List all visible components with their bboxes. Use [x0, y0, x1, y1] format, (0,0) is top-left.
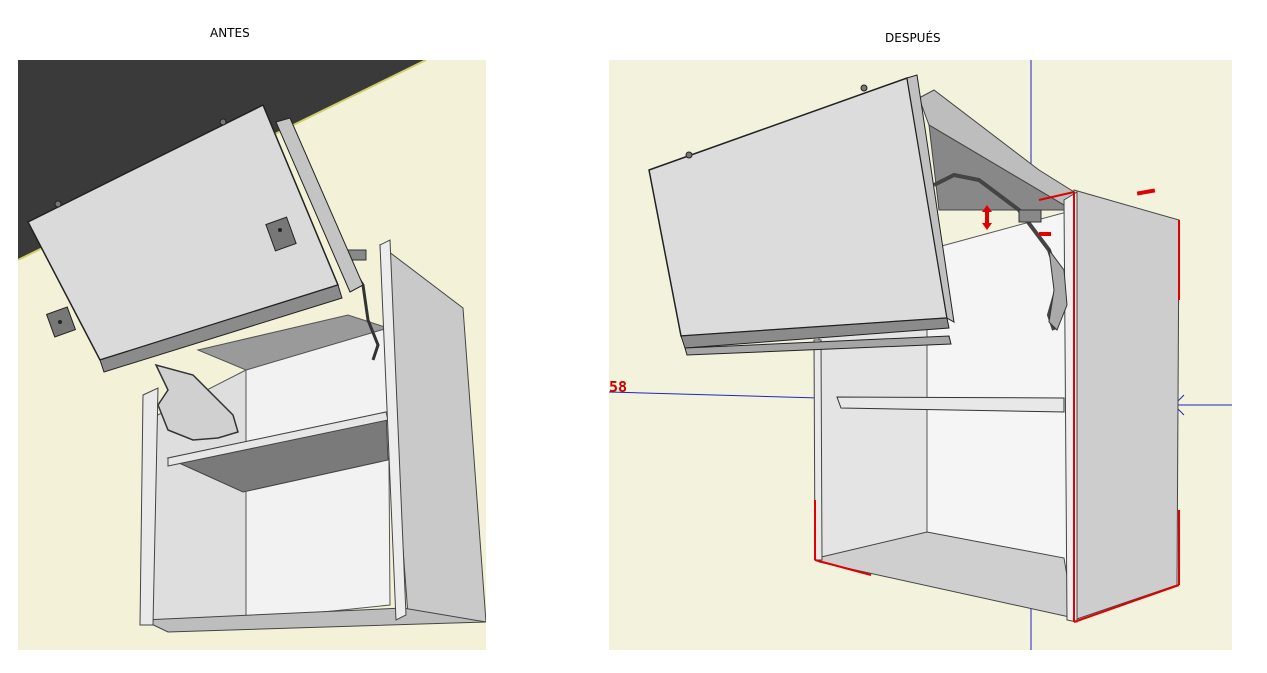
cabinet-body: [813, 89, 1180, 623]
door-panel[interactable]: [648, 74, 955, 356]
lift-mechanism: [933, 172, 1068, 331]
dimension-label: 58: [609, 378, 627, 396]
door-stud: [860, 84, 868, 92]
after-cabinet-render: 58: [609, 60, 1232, 650]
door-hinge-top: [265, 216, 297, 252]
before-cabinet-render: [18, 60, 486, 650]
door-hinge-bottom: [45, 306, 77, 338]
hinge-bracket: [1018, 209, 1042, 223]
door-stud: [219, 118, 227, 126]
selection-highlight: [814, 191, 1180, 623]
door-panel[interactable]: [26, 103, 364, 373]
door-stud: [54, 200, 62, 208]
door-stud: [685, 151, 693, 159]
after-caption: DESPUÉS: [885, 31, 941, 45]
before-3d-viewport[interactable]: [18, 60, 486, 650]
after-3d-viewport[interactable]: 58: [609, 60, 1232, 650]
before-caption: ANTES: [210, 26, 250, 40]
